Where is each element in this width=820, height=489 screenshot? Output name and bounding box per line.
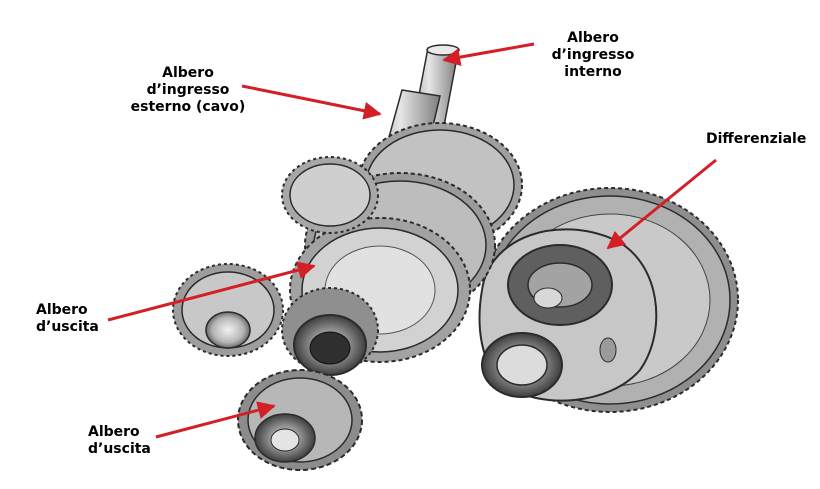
label-line: d’ingresso: [146, 82, 230, 98]
differential-housing: [478, 228, 658, 402]
arrow-output-shaft-upper: [107, 261, 316, 322]
label-line: d’uscita: [88, 441, 151, 457]
arrow-inner-input-shaft: [442, 42, 535, 67]
callout-arrows: [107, 42, 717, 439]
lower-output-gear: [237, 369, 363, 471]
label-line: Differenziale: [706, 131, 807, 147]
label-line: Albero: [36, 302, 88, 318]
left-gears: [172, 156, 379, 357]
arrow-outer-input-shaft: [241, 84, 382, 120]
label-line: Albero: [567, 30, 619, 46]
label-line: Albero: [162, 65, 214, 81]
label-line: Albero: [88, 424, 140, 440]
label-line: d’uscita: [36, 319, 99, 335]
label-line: d’ingresso: [551, 47, 635, 63]
label-output-shaft-upper: Albero d’uscita: [36, 302, 99, 336]
label-output-shaft-lower: Albero d’uscita: [88, 424, 151, 458]
arrow-differential: [606, 158, 717, 250]
label-line: interno: [564, 64, 622, 80]
upper-output-bearing: [281, 287, 379, 376]
label-inner-input-shaft: Albero d’ingresso interno: [538, 30, 648, 81]
label-differential: Differenziale: [706, 131, 806, 148]
arrow-output-shaft-lower: [155, 401, 276, 439]
label-line: esterno (cavo): [130, 99, 246, 115]
gearbox-illustration: [172, 44, 739, 471]
label-outer-input-shaft: Albero d’ingresso esterno (cavo): [118, 65, 258, 116]
